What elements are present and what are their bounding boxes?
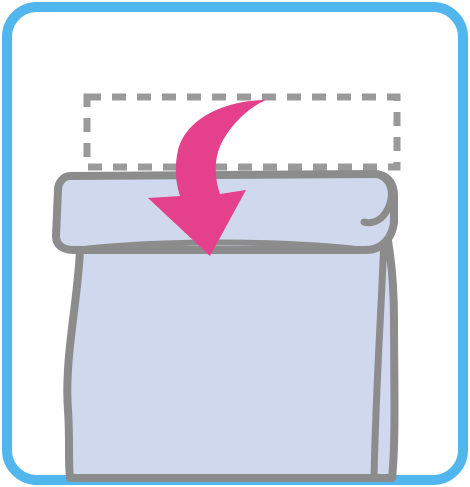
bag-body [67, 230, 394, 478]
